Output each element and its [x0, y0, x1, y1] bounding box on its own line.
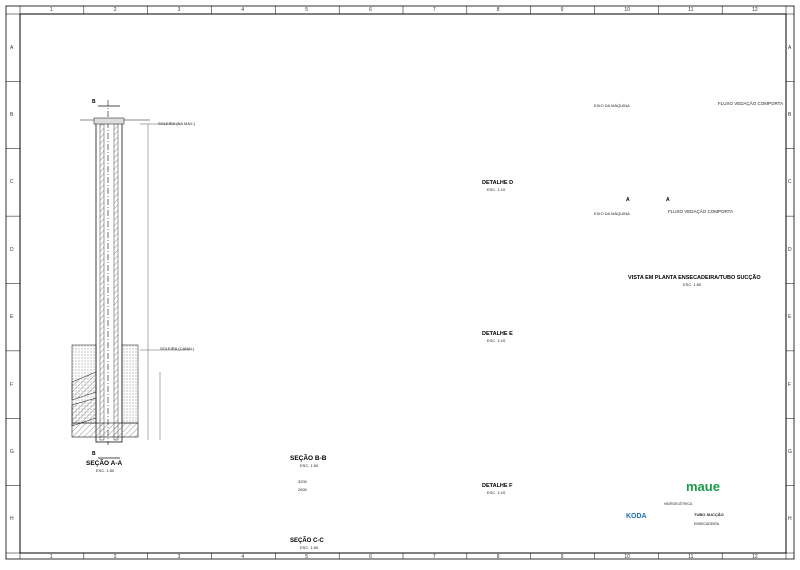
- title-block-project: HIDROELÉTRICA: [664, 502, 693, 506]
- border-column-label: 5: [305, 554, 309, 560]
- border-column-label: 4: [241, 554, 245, 560]
- border-column-label: 6: [369, 554, 372, 560]
- border-column-label: 12: [752, 7, 758, 13]
- section-aa-drawing: [71, 100, 190, 459]
- company-left-name: KODA: [626, 513, 647, 520]
- border-column-label: 7: [432, 554, 436, 560]
- border-row-label: A: [10, 44, 14, 51]
- plan-view-mark-a: A: [626, 197, 630, 203]
- plan-view-title: VISTA EM PLANTA ENSECADEIRA/TUBO SUCÇÃO: [628, 275, 761, 281]
- detail-d-scale: ESC. 1:10: [487, 187, 506, 192]
- border-row-label: D: [10, 246, 14, 253]
- border-column-label: 3: [177, 7, 181, 13]
- border-column-label: 9: [560, 7, 564, 13]
- sheet-inner-border: [19, 13, 787, 554]
- border-column-label: 1: [49, 7, 53, 13]
- section-cc-title: SEÇÃO C-C: [290, 538, 324, 544]
- plan-view-axis-bottom: EIXO DA MÁQUINA: [594, 211, 630, 216]
- border-column-label: 4: [241, 7, 245, 13]
- border-row-label: C: [10, 179, 14, 186]
- plan-view-flow-top: FLUXO VEDAÇÃO COMPORTA: [718, 101, 784, 106]
- detail-e-scale: ESC. 1:10: [487, 338, 506, 343]
- border-column-label: 5: [305, 7, 309, 13]
- border-column-label: 1: [49, 554, 53, 560]
- plan-view-mark-a2: A: [666, 197, 670, 203]
- border-row-label: E: [788, 314, 792, 321]
- title-block-sheet-label: ENSECADEIRA: [694, 522, 720, 526]
- section-aa-level-bottom: SOLEIRA (CANAL): [160, 346, 195, 351]
- border-row-label: G: [10, 448, 14, 455]
- border-row-label: F: [10, 381, 14, 388]
- detail-d-title: DETALHE D: [482, 180, 514, 186]
- border-column-label: 8: [496, 554, 500, 560]
- section-aa-level-top: SOLEIRA (NA MÁX.): [158, 121, 196, 126]
- border-column-label: 2: [113, 554, 117, 560]
- border-row-label: A: [788, 44, 792, 51]
- border-row-label: H: [788, 516, 792, 523]
- plan-view-axis-top: EIXO DA MÁQUINA: [594, 103, 630, 108]
- section-aa-mark-b-top: B: [92, 99, 96, 105]
- border-row-label: G: [788, 448, 792, 455]
- section-cc-dim-inner: 2600: [298, 487, 307, 492]
- border-column-label: 8: [496, 7, 500, 13]
- border-row-label: C: [788, 179, 792, 186]
- detail-e-title: DETALHE E: [482, 331, 513, 337]
- section-cc-dim-total: 3200: [298, 479, 307, 484]
- border-column-label: 10: [624, 7, 630, 13]
- border-row-label: B: [788, 112, 792, 119]
- border-column-label: 7: [432, 7, 436, 13]
- border-column-label: 11: [688, 554, 694, 560]
- company-right-name: maue: [686, 479, 720, 494]
- border-row-label: E: [10, 314, 14, 321]
- border-column-label: 12: [752, 554, 758, 560]
- border-row-label: F: [788, 381, 792, 388]
- border-row-label: H: [10, 516, 14, 523]
- border-ruler-ticks: [6, 6, 794, 559]
- border-column-label: 10: [624, 554, 630, 560]
- section-aa-scale: ESC. 1:50: [96, 468, 115, 473]
- border-column-label: 9: [560, 554, 564, 560]
- sheet-outer-border: [5, 5, 795, 560]
- detail-f-scale: ESC. 1:10: [487, 490, 506, 495]
- detail-f-title: DETALHE F: [482, 483, 513, 489]
- section-bb-scale: ESC. 1:50: [300, 463, 319, 468]
- plan-view-flow-bottom: FLUXO VEDAÇÃO COMPORTA: [668, 209, 734, 214]
- section-bb-title: SEÇÃO B-B: [290, 455, 327, 462]
- section-aa-mark-b-bottom: B: [92, 451, 96, 457]
- border-column-label: 2: [113, 7, 117, 13]
- border-column-label: 6: [369, 7, 372, 13]
- border-row-label: B: [10, 112, 14, 119]
- border-column-label: 3: [177, 554, 181, 560]
- border-column-label: 11: [688, 7, 694, 13]
- section-aa-title: SEÇÃO A-A: [86, 460, 123, 467]
- title-block-drawing-title: TUBO SUCÇÃO: [694, 512, 724, 517]
- plan-view-scale: ESC. 1:50: [683, 282, 702, 287]
- border-row-label: D: [788, 246, 792, 253]
- section-cc-scale: ESC. 1:50: [300, 545, 319, 550]
